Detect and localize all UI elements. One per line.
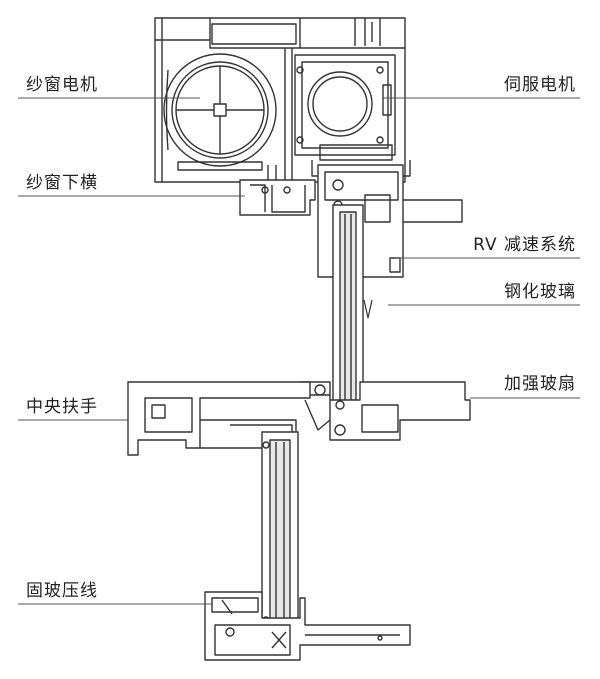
fixed-glass-pane — [261, 431, 299, 631]
label-rv-reducer: RV 减速系统 — [473, 235, 576, 255]
label-glazing-bead: 固玻压线 — [26, 581, 98, 601]
bottom-frame-profile — [204, 591, 411, 661]
servo-motor-assembly — [294, 54, 411, 177]
label-sash-motor: 纱窗电机 — [26, 75, 98, 95]
tempered-glass-pane — [332, 204, 373, 416]
sash-bottom-rail-profile — [239, 165, 316, 216]
label-sash-bottom-rail: 纱窗下横 — [26, 173, 98, 193]
label-tempered-glass: 钢化玻璃 — [504, 282, 576, 302]
label-servo-motor: 伺服电机 — [504, 75, 576, 95]
reinforced-sash-profile — [299, 381, 471, 441]
label-center-handle: 中央扶手 — [26, 397, 98, 417]
sash-motor-drum — [163, 53, 277, 171]
label-reinforced-sash: 加强玻扇 — [504, 374, 576, 394]
